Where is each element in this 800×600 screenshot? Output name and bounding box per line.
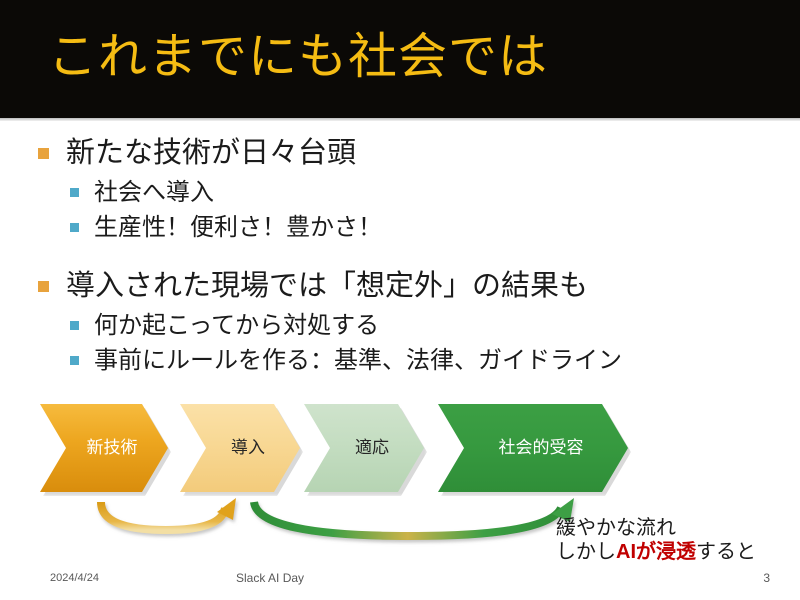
process-step-label: 新技術 bbox=[86, 438, 138, 457]
bullet-level1: 新たな技術が日々台頭 bbox=[0, 132, 800, 174]
footer-page-number: 3 bbox=[763, 571, 770, 585]
bullet-level1-label: 新たな技術が日々台頭 bbox=[66, 137, 357, 169]
title-banner bbox=[0, 0, 800, 118]
process-step-social-acceptance: 社会的受容 bbox=[438, 404, 628, 492]
footer-event-name: Slack AI Day bbox=[236, 571, 305, 585]
page-title: これまでにも社会では bbox=[48, 30, 549, 84]
bullet-level2: 事前にルールを作る：基準、法律、ガイドライン bbox=[0, 343, 800, 378]
bullet-level2: 生産性！便利さ！豊かさ！ bbox=[0, 210, 800, 245]
callout-line-1: 緩やかな流れ bbox=[556, 517, 676, 539]
square-bullet-icon bbox=[38, 281, 49, 292]
process-step-new-technology: 新技術 bbox=[40, 404, 168, 492]
short-orange-arc-icon bbox=[97, 498, 236, 535]
footer-date: 2024/4/24 bbox=[50, 572, 99, 584]
callout-line-2: しかしAIが浸透すると bbox=[556, 540, 756, 564]
bullet-spacer bbox=[0, 247, 800, 265]
bullet-group-1: 新たな技術が日々台頭 社会へ導入 生産性！便利さ！豊かさ！ bbox=[0, 132, 800, 245]
bullet-level2-label: 生産性！便利さ！豊かさ！ bbox=[94, 214, 382, 241]
bullet-level1-label: 導入された現場では「想定外」の結果も bbox=[66, 270, 589, 302]
callout-annotation: 緩やかな流れ しかしAIが浸透すると bbox=[556, 516, 756, 564]
bullet-level2-label: 事前にルールを作る：基準、法律、ガイドライン bbox=[94, 347, 622, 374]
callout-suffix: すると bbox=[696, 541, 756, 563]
curved-arrows-svg bbox=[97, 498, 574, 541]
arrow-layer bbox=[0, 492, 800, 548]
process-step-label: 社会的受容 bbox=[498, 438, 584, 457]
callout-emphasis: AIが浸透 bbox=[616, 541, 696, 563]
bullet-level2: 社会へ導入 bbox=[0, 175, 800, 210]
bullet-level2: 何か起こってから対処する bbox=[0, 308, 800, 343]
process-chevron-diagram: 新技術 導入 適応 社会的受容 bbox=[0, 404, 800, 496]
long-green-arc-icon bbox=[250, 498, 574, 541]
square-bullet-icon bbox=[38, 148, 49, 159]
square-bullet-icon bbox=[70, 188, 79, 197]
square-bullet-icon bbox=[70, 223, 79, 232]
process-step-label: 導入 bbox=[231, 438, 265, 457]
title-divider bbox=[0, 118, 800, 121]
bullet-level2-label: 社会へ導入 bbox=[94, 179, 214, 206]
square-bullet-icon bbox=[70, 321, 79, 330]
bullet-list: 新たな技術が日々台頭 社会へ導入 生産性！便利さ！豊かさ！ 導入された現場では「… bbox=[0, 132, 800, 380]
bullet-level1: 導入された現場では「想定外」の結果も bbox=[0, 265, 800, 307]
bullet-level2-label: 何か起こってから対処する bbox=[94, 312, 380, 339]
square-bullet-icon bbox=[70, 356, 79, 365]
callout-prefix: しかし bbox=[556, 541, 616, 563]
bullet-group-2: 導入された現場では「想定外」の結果も 何か起こってから対処する 事前にルールを作… bbox=[0, 265, 800, 378]
process-step-label: 適応 bbox=[355, 438, 389, 457]
